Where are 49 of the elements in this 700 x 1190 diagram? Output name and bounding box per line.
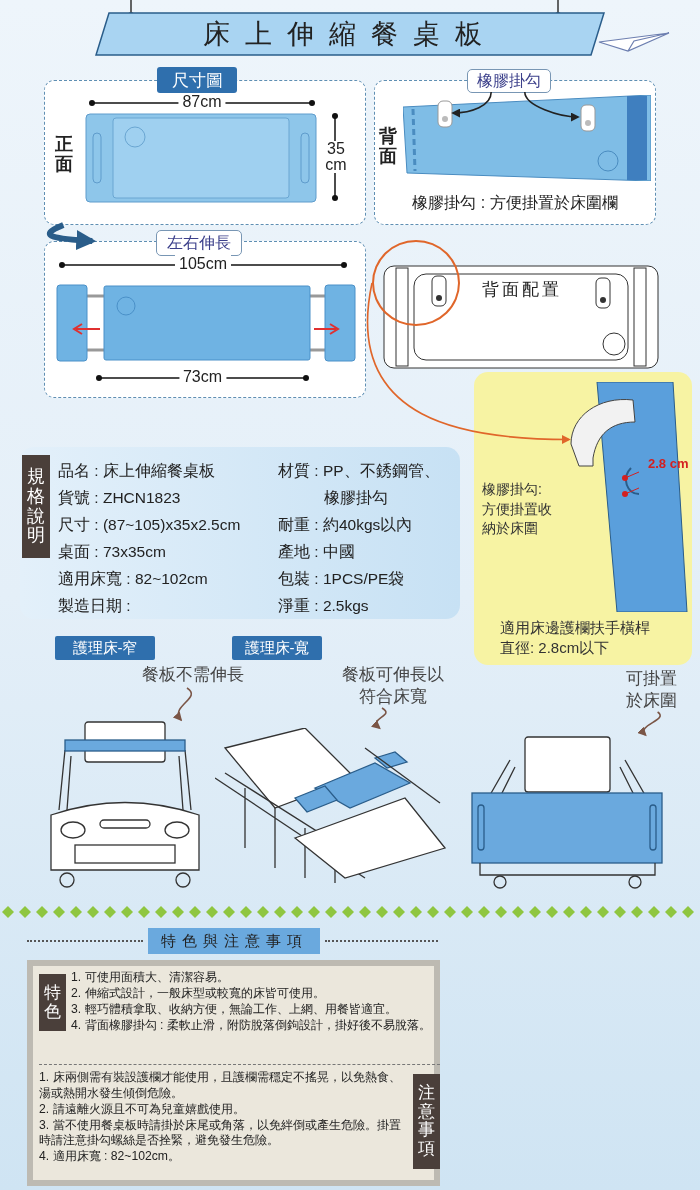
list-item: 4. 適用床寬 : 82~102cm。: [39, 1149, 181, 1166]
spec-panel: [20, 447, 460, 619]
list-item: 2. 請遠離火源且不可為兒童嬉戲使用。: [39, 1101, 246, 1118]
note-text: 餐板可伸長以符合床寬: [340, 664, 445, 708]
side-label: 背面: [379, 127, 397, 167]
vertical-heading: 規格說明: [22, 455, 50, 559]
panel-tab: 橡膠掛勾: [467, 69, 551, 93]
panel-tab: 尺寸圖: [157, 67, 237, 93]
vertical-heading: 特色: [39, 974, 66, 1032]
spec-text: 尺寸 : (87~105)x35x2.5cm: [58, 515, 241, 535]
vertical-heading: 注意事項: [413, 1074, 440, 1169]
note-text: 餐板不需伸長: [133, 664, 253, 688]
list-item: 1. 可使用面積大、清潔容易。: [71, 970, 230, 986]
panel-tab: 左右伸長: [156, 230, 242, 256]
arrow: [366, 282, 571, 444]
notes-panel: [27, 960, 440, 1186]
spec-text: 品名 : 床上伸縮餐桌板: [58, 461, 215, 481]
spec-text: 淨重 : 2.5kgs: [278, 596, 369, 616]
curved-arrow: [47, 222, 97, 250]
spec-text: 包裝 : 1PCS/PE袋: [278, 569, 405, 589]
spec-text: 製造日期 :: [58, 596, 131, 616]
spec-text: 桌面 : 73x35cm: [58, 542, 166, 562]
info-panel: [474, 372, 692, 665]
spec-text: 貨號 : ZHCN1823: [58, 488, 181, 508]
info-text: 適用床邊護欄扶手橫桿直徑: 2.8cm以下: [500, 618, 650, 659]
category-tag: 護理床-寬: [232, 636, 322, 660]
title-text: 床上伸縮餐桌板: [203, 18, 497, 51]
list-item: 3. 當不使用餐桌板時請掛於床尾或角落，以免絆倒或產生危險。掛置時請注意掛勾螺絲是否拴緊，避免發生危險。: [39, 1117, 402, 1150]
list-item: 2. 伸縮式設計，一般床型或較寬的床皆可使用。: [71, 985, 326, 1002]
caption-text: 橡膠掛勾 : 方便掛置於床圍欄: [411, 193, 619, 213]
drawing-title: 背面配置: [482, 278, 562, 301]
highlight-circle: [372, 240, 460, 326]
info-text: 橡膠掛勾:方便掛置收納於床圍: [482, 480, 553, 539]
arrow: [371, 707, 387, 730]
title-banner: [95, 12, 605, 56]
arrow: [524, 91, 580, 122]
list-item: 4. 背面橡膠掛勾 : 柔軟止滑，附防脫落倒鉤設計，掛好後不易脫落。: [71, 1017, 432, 1034]
note-text: 可掛置於床圍: [618, 668, 684, 712]
spec-text: 產地 : 中國: [278, 542, 355, 562]
spec-text: 材質 : PP、不銹鋼管、橡膠掛勾: [278, 461, 441, 508]
spec-text: 適用床寬 : 82~102cm: [58, 569, 208, 589]
spec-text: 耐重 : 約40kgs以內: [278, 515, 413, 535]
list-item: 3. 輕巧體積拿取、收納方便，無論工作、上網、用餐皆適宜。: [71, 1001, 398, 1018]
arrow: [451, 91, 492, 118]
category-tag: 護理床-窄: [55, 636, 155, 660]
arrow: [637, 711, 661, 737]
section-heading: 特色與注意事項: [148, 928, 320, 954]
list-item: 1. 床兩側需有裝設護欄才能使用，且護欄需穩定不搖晃，以免熱食、湯或熱開水發生傾倒危險。: [39, 1070, 402, 1102]
arrow: [173, 687, 193, 722]
